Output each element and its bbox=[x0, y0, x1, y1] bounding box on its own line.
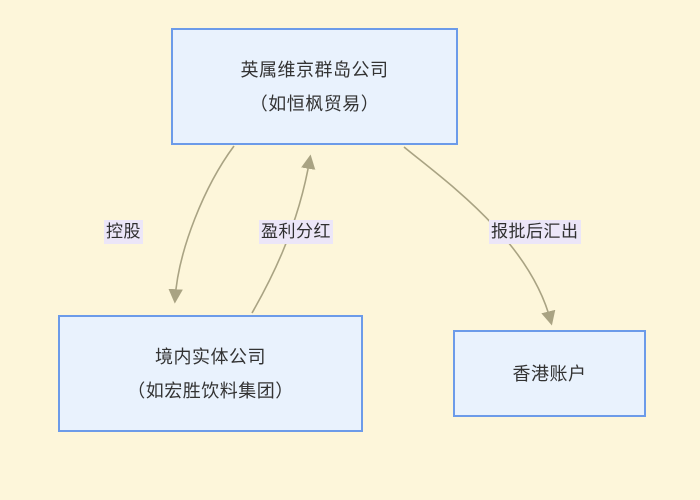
hongkong-account-label-line1: 香港账户 bbox=[512, 363, 587, 384]
bvi-company-label-line1: 英属维京群岛公司 bbox=[240, 59, 389, 80]
edge-control-path bbox=[168, 145, 235, 304]
edge-label-dividend: 盈利分红 bbox=[259, 220, 333, 244]
domestic-entity-node[interactable]: 境内实体公司 （如宏胜饮料集团） bbox=[58, 315, 363, 432]
edge-label-control: 控股 bbox=[104, 220, 143, 244]
edge-dividend-path bbox=[251, 154, 316, 314]
domestic-entity-label-line1: 境内实体公司 bbox=[155, 346, 266, 367]
bvi-company-node[interactable]: 英属维京群岛公司 （如恒枫贸易） bbox=[171, 28, 458, 145]
hongkong-account-node[interactable]: 香港账户 bbox=[453, 330, 646, 417]
edge-remit-path bbox=[403, 146, 556, 326]
edge-label-remit: 报批后汇出 bbox=[489, 220, 581, 244]
domestic-entity-label-line2: （如宏胜饮料集团） bbox=[127, 380, 294, 401]
bvi-company-label-line2: （如恒枫贸易） bbox=[249, 93, 380, 114]
